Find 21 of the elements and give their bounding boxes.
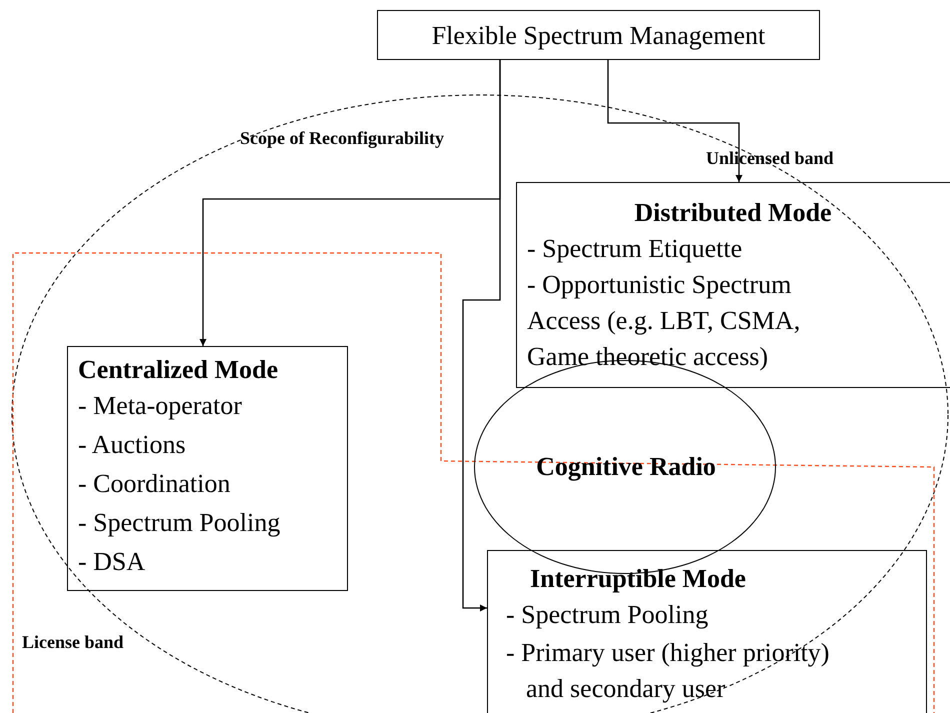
list-item: - Spectrum Pooling — [78, 507, 280, 539]
title-box — [377, 10, 820, 60]
list-item: - Coordination — [78, 468, 230, 500]
mode-box — [516, 182, 950, 388]
list-item: - Spectrum Etiquette — [527, 233, 742, 265]
list-item: - Auctions — [78, 429, 186, 461]
node-title: Interruptible Mode — [529, 563, 747, 595]
list-item: - Spectrum Pooling — [506, 599, 708, 631]
mode-box — [67, 346, 348, 591]
list-item: - DSA — [78, 546, 146, 578]
node-title: Flexible Spectrum Management — [430, 20, 766, 52]
arrow — [462, 60, 501, 612]
band-label: Scope of Reconfigurability — [240, 128, 444, 149]
list-item: - Meta-operator — [78, 390, 242, 422]
ellipse-label: Cognitive Radio — [535, 451, 717, 483]
node-title: Centralized Mode — [78, 354, 278, 386]
node-title: Distributed Mode — [633, 197, 833, 229]
band-label: License band — [22, 632, 124, 653]
mode-box — [487, 550, 927, 713]
arrow — [607, 60, 742, 182]
list-item: - Primary user (higher priority) and secondary user — [506, 637, 830, 705]
